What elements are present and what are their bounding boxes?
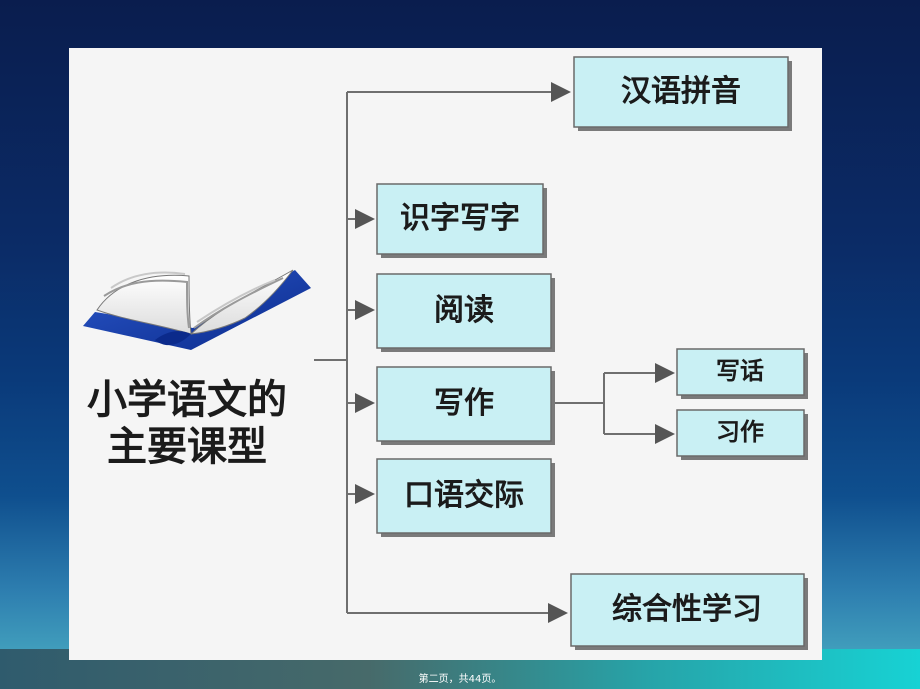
box-comprehensive-label: 综合性学习 [612,592,762,627]
box-xizuo: 习作 [676,409,808,460]
box-xizuo-label: 习作 [716,418,764,446]
box-oral: 口语交际 [376,458,555,537]
box-xiehua-label: 写话 [716,357,764,385]
box-reading-label: 阅读 [434,293,494,328]
course-types-diagram: 小学语文的 主要课型 [83,56,808,650]
writing-sub-connectors [554,373,605,434]
box-literacy-label: 识字写字 [400,201,520,236]
root-title-line2: 主要课型 [107,424,267,470]
box-pinyin-label: 汉语拼音 [621,74,741,109]
open-book-icon [83,269,311,350]
box-xiehua: 写话 [676,348,808,399]
box-literacy: 识字写字 [376,183,547,258]
page-footer: 第二页，共44页。 [418,674,502,685]
branch-arrows [347,82,571,623]
box-writing-label: 写作 [434,386,494,421]
box-comprehensive: 综合性学习 [570,573,808,650]
root-title-line1: 小学语文的 [87,377,287,423]
box-writing: 写作 [376,366,555,445]
main-connectors [314,92,348,613]
box-reading: 阅读 [376,273,555,352]
box-pinyin: 汉语拼音 [573,56,792,131]
content-panel: 小学语文的 主要课型 [69,48,822,660]
box-oral-label: 口语交际 [404,478,524,513]
